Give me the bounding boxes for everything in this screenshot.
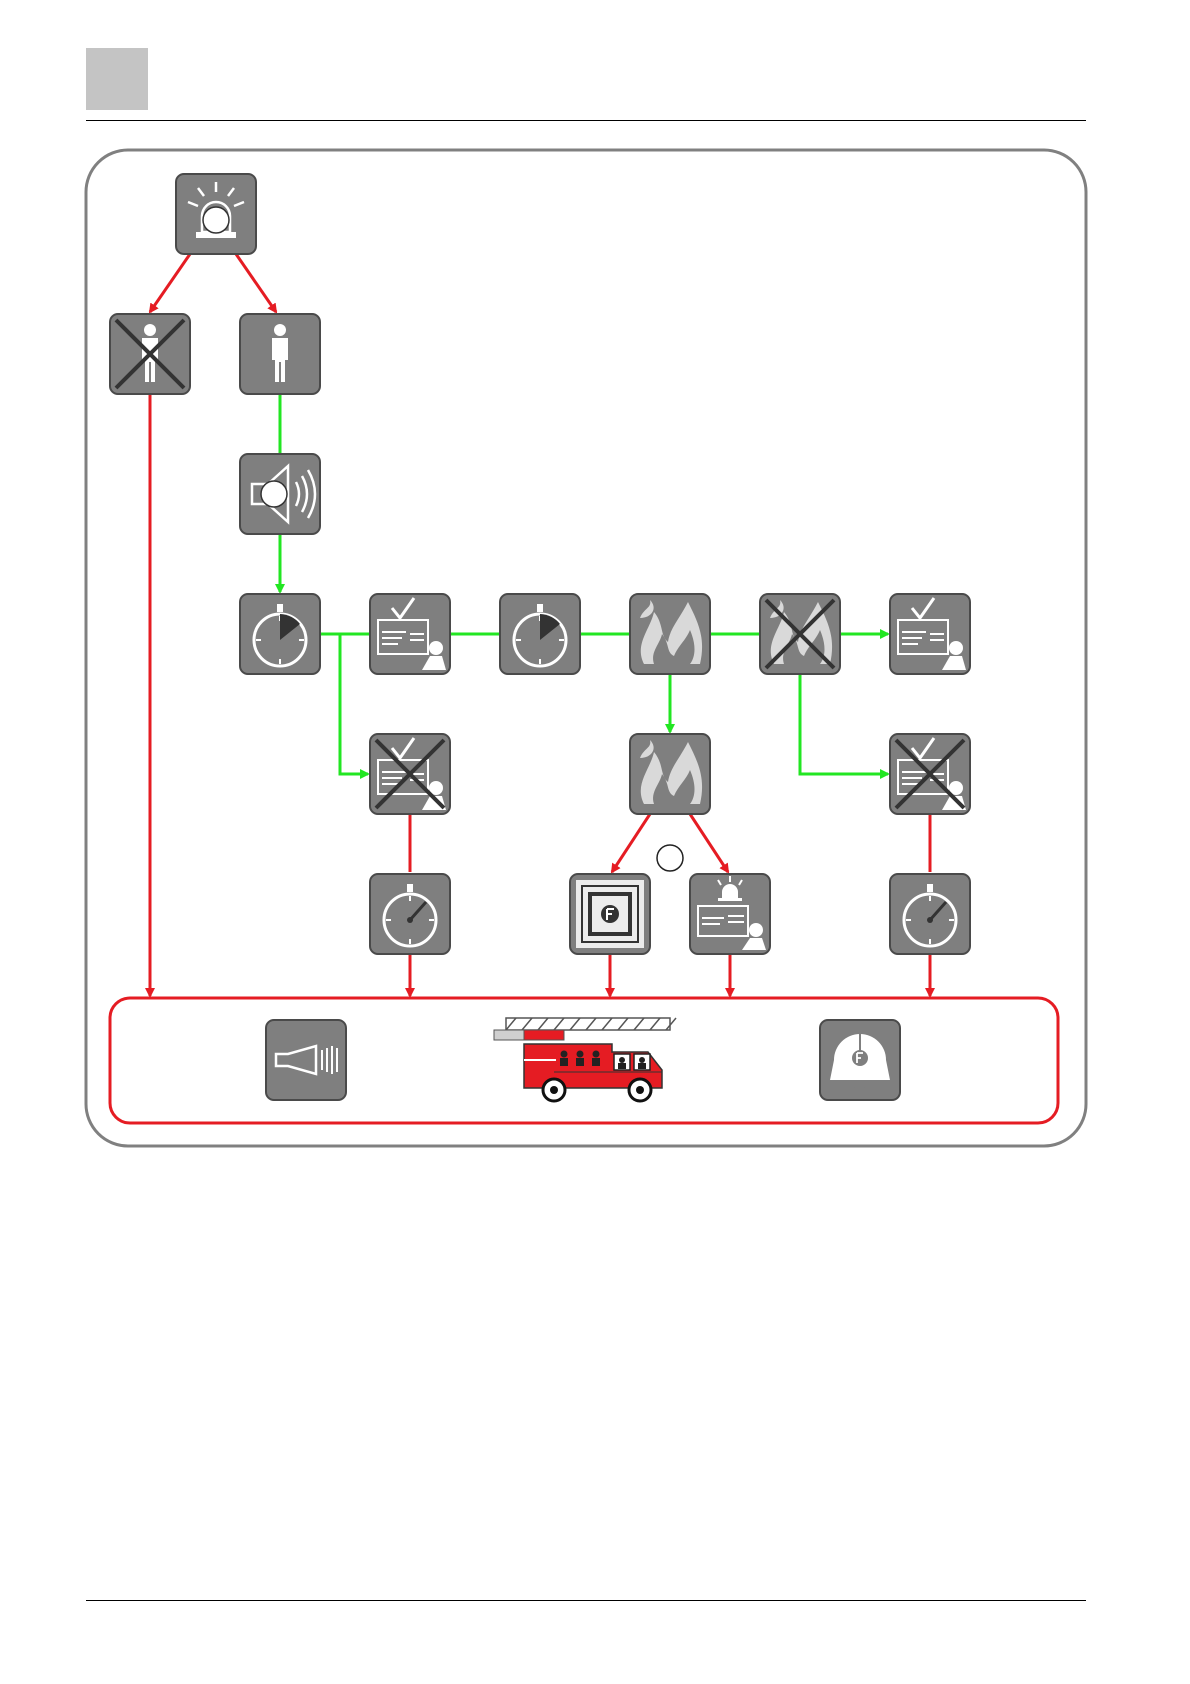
acknowledge-node xyxy=(370,594,450,674)
step-marker xyxy=(657,845,683,871)
panel-alarm-node xyxy=(690,874,770,954)
timer-t1-node xyxy=(240,594,320,674)
operator-present-node xyxy=(240,314,320,394)
not-acknowledged-node xyxy=(370,734,450,814)
fire-check-node xyxy=(630,594,710,674)
timeout-right-node xyxy=(890,874,970,954)
manual-call-point-icon xyxy=(582,886,638,942)
reset-failed-node xyxy=(890,734,970,814)
reset-ok-node xyxy=(890,594,970,674)
timer-t2-node xyxy=(500,594,580,674)
manual-call-point-node xyxy=(570,874,650,954)
timeout-left-node xyxy=(370,874,450,954)
alarm-node xyxy=(176,174,256,254)
acoustic-signal-node xyxy=(240,454,320,534)
horn-node xyxy=(266,1020,346,1100)
no-fire-node xyxy=(760,594,840,674)
operator-absent-node xyxy=(110,314,190,394)
fire-confirmed-node xyxy=(630,734,710,814)
fire-brigade-node xyxy=(820,1020,900,1100)
